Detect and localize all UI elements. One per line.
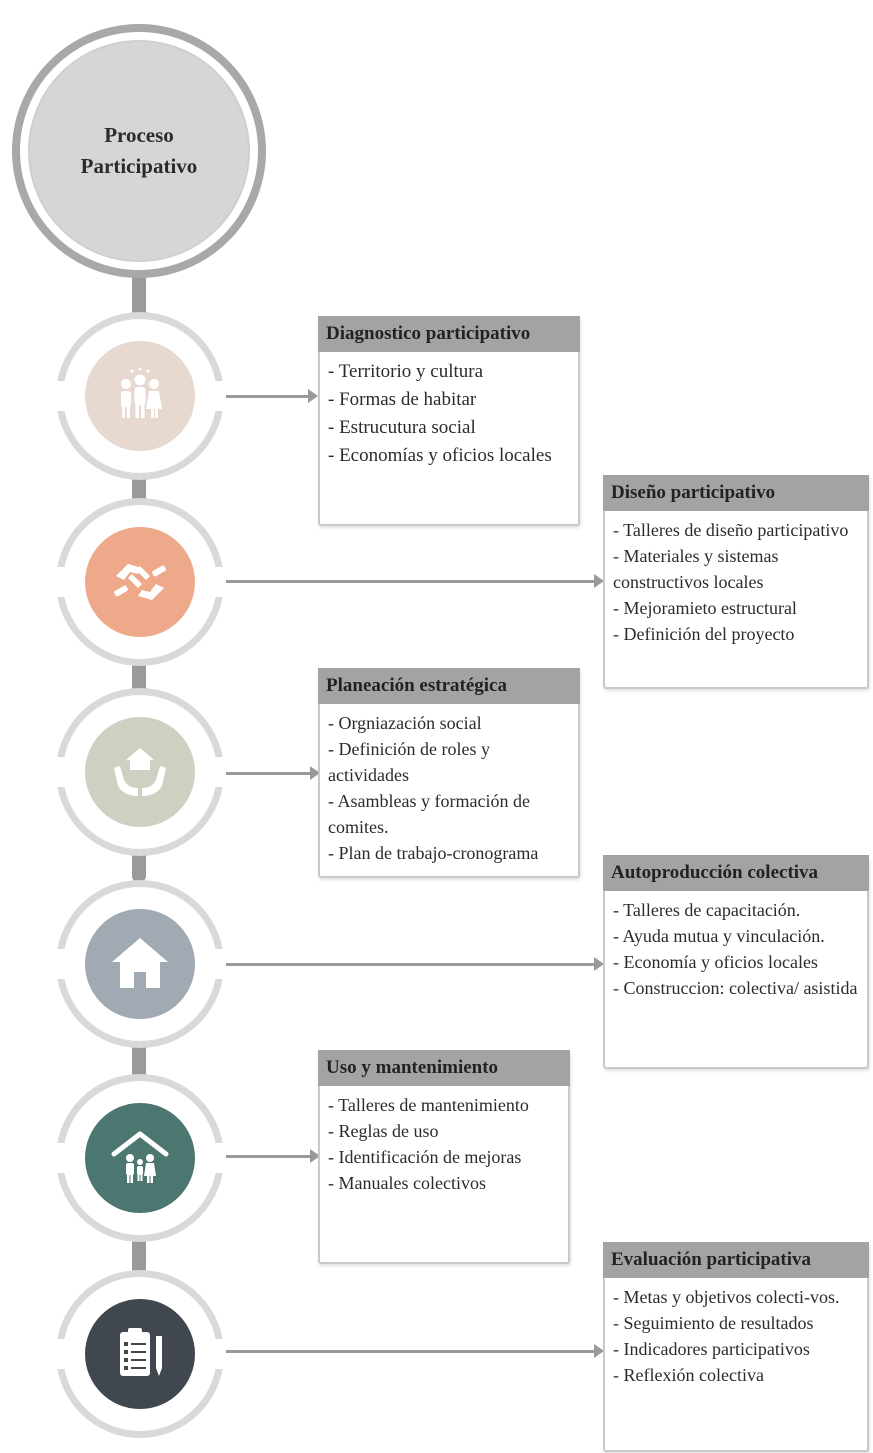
list-item: - Talleres de diseño participativo [613,520,849,540]
list-item: - Economías y oficios locales [328,445,552,466]
house-icon [112,938,168,988]
step-6-icon-circle [85,1299,195,1409]
step-6-title: Evaluación participativa [603,1242,869,1278]
step-5-box: Uso y mantenimiento - Talleres de manten… [318,1050,570,1264]
list-item: - Asambleas y formación de comites. [328,791,530,837]
list-item: - Reglas de uso [328,1121,439,1141]
step-4-arrowhead [594,957,604,971]
step-3-connector [226,772,312,775]
step-4-connector [226,963,596,966]
step-5-icon-circle [85,1103,195,1213]
process-title-circle: Proceso Participativo [30,42,248,260]
people-group-icon [121,367,162,418]
list-item: - Talleres de capacitación. [613,900,801,920]
list-item: - Ayuda mutua y vinculación. [613,926,825,946]
step-5-connector [226,1155,312,1158]
step-1-icon-circle [85,341,195,451]
step-5-items: - Talleres de mantenimiento - Reglas de … [320,1086,568,1202]
step-5-arrowhead [310,1149,320,1163]
list-item: - Identificación de mejoras [328,1147,522,1167]
step-2-arrowhead [594,574,604,588]
step-5-ring [56,1074,224,1242]
step-3-title: Planeación estratégica [318,668,580,704]
process-title-line-1: Proceso [104,123,174,147]
list-item: - Plan de trabajo-cronograma [328,843,539,863]
step-1-items: - Territorio y cultura - Formas de habit… [320,352,578,476]
step-6-connector [226,1350,596,1353]
step-2-connector [226,580,596,583]
hands-house-icon [114,748,166,796]
step-3-arrowhead [310,766,320,780]
list-item: - Manuales colectivos [328,1173,486,1193]
list-item: - Territorio y cultura [328,361,484,382]
step-3-box: Planeación estratégica - Orgniazación so… [318,668,580,878]
list-item: - Definición de roles y actividades [328,739,490,785]
step-4-icon-circle [85,909,195,1019]
process-title: Proceso Participativo [64,120,214,182]
list-item: - Reflexión colectiva [613,1365,764,1385]
step-2-items: - Talleres de diseño participativo - Mat… [605,511,867,653]
list-item: - Definición del proyecto [613,624,795,644]
step-4-title: Autoproducción colectiva [603,855,869,891]
step-5-title: Uso y mantenimiento [318,1050,570,1086]
step-1-box: Diagnostico participativo - Territorio y… [318,316,580,526]
step-6-box: Evaluación participativa - Metas y objet… [603,1242,869,1452]
step-2-icon-circle [85,527,195,637]
clipboard-pencil-icon [120,1328,162,1376]
list-item: - Metas y objetivos colecti-vos. [613,1287,840,1307]
list-item: - Formas de habitar [328,389,477,410]
step-6-arrowhead [594,1344,604,1358]
list-item: - Construccion: colectiva/ asistida [613,978,858,998]
step-4-box: Autoproducción colectiva - Talleres de c… [603,855,869,1069]
step-3-items: - Orgniazación social - Definición de ro… [320,704,578,872]
step-2-box: Diseño participativo - Talleres de diseñ… [603,475,869,689]
list-item: - Economía y oficios locales [613,952,818,972]
list-item: - Talleres de mantenimiento [328,1095,529,1115]
step-1-arrowhead [308,389,318,403]
step-4-items: - Talleres de capacitación. - Ayuda mutu… [605,891,867,1007]
list-item: - Seguimiento de resultados [613,1313,814,1333]
step-3-icon-circle [85,717,195,827]
list-item: - Orgniazación social [328,713,482,733]
process-title-line-2: Participativo [80,154,198,178]
step-6-items: - Metas y objetivos colecti-vos. - Segui… [605,1278,867,1394]
step-1-connector [226,395,310,398]
roof-family-icon [111,1131,169,1183]
step-1-title: Diagnostico participativo [318,316,580,352]
list-item: - Estrucutura social [328,417,476,438]
list-item: - Materiales y sistemas constructivos lo… [613,546,779,592]
list-item: - Indicadores participativos [613,1339,810,1359]
list-item: - Mejoramieto estructural [613,598,797,618]
handshake-icon [114,564,166,600]
step-2-title: Diseño participativo [603,475,869,511]
